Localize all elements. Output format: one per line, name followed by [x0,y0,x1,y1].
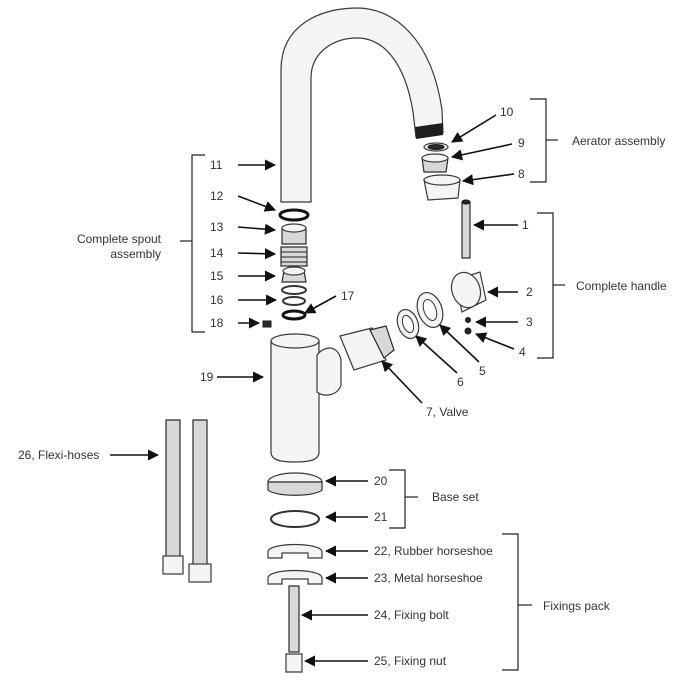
leader-arrows [110,114,518,667]
aerator-parts [421,142,461,201]
part-label-6: 6 [457,375,464,389]
part-label-26: 26, Flexi-hoses [18,448,99,462]
part-label-15: 15 [210,269,224,283]
part-label-18: 18 [210,316,224,330]
group-brackets [180,98,565,671]
part-label-25: 25, Fixing nut [374,654,447,668]
part-label-21: 21 [374,510,388,524]
part-label-17: 17 [341,289,355,303]
fixings [267,543,323,673]
part-label-7: 7, Valve [426,405,469,419]
part-label-20: 20 [374,474,388,488]
group-label-aerator: Aerator assembly [572,134,665,148]
part-label-5: 5 [479,364,486,378]
part-label-3: 3 [526,315,533,329]
spout-seals-stack [262,208,310,328]
flexi-hoses [162,419,212,583]
part-label-22: 22, Rubber horseshoe [374,544,493,558]
part-label-11: 11 [210,158,223,172]
part-label-2: 2 [526,285,533,299]
part-label-8: 8 [518,167,525,181]
part-label-19: 19 [200,370,214,384]
valve-cartridge [339,325,395,371]
part-label-12: 12 [210,189,224,203]
part-label-4: 4 [519,345,526,359]
group-label-handle: Complete handle [576,279,667,293]
group-label-base: Base set [432,490,479,504]
handle-parts [396,199,487,340]
tap-body [270,333,342,463]
part-label-14: 14 [210,246,224,260]
part-label-16: 16 [210,293,224,307]
group-label-spout-1: Complete spout [77,232,162,246]
group-label-spout-2: assembly [110,247,161,261]
group-label-fixings: Fixings pack [543,599,611,613]
part-label-9: 9 [518,136,525,150]
part-label-24: 24, Fixing bolt [374,608,449,622]
part-label-23: 23, Metal horseshoe [374,571,483,585]
spout-tube [280,7,444,203]
part-label-13: 13 [210,220,224,234]
part-label-1: 1 [522,218,529,232]
part-label-10: 10 [500,105,514,119]
base-set [267,472,323,528]
